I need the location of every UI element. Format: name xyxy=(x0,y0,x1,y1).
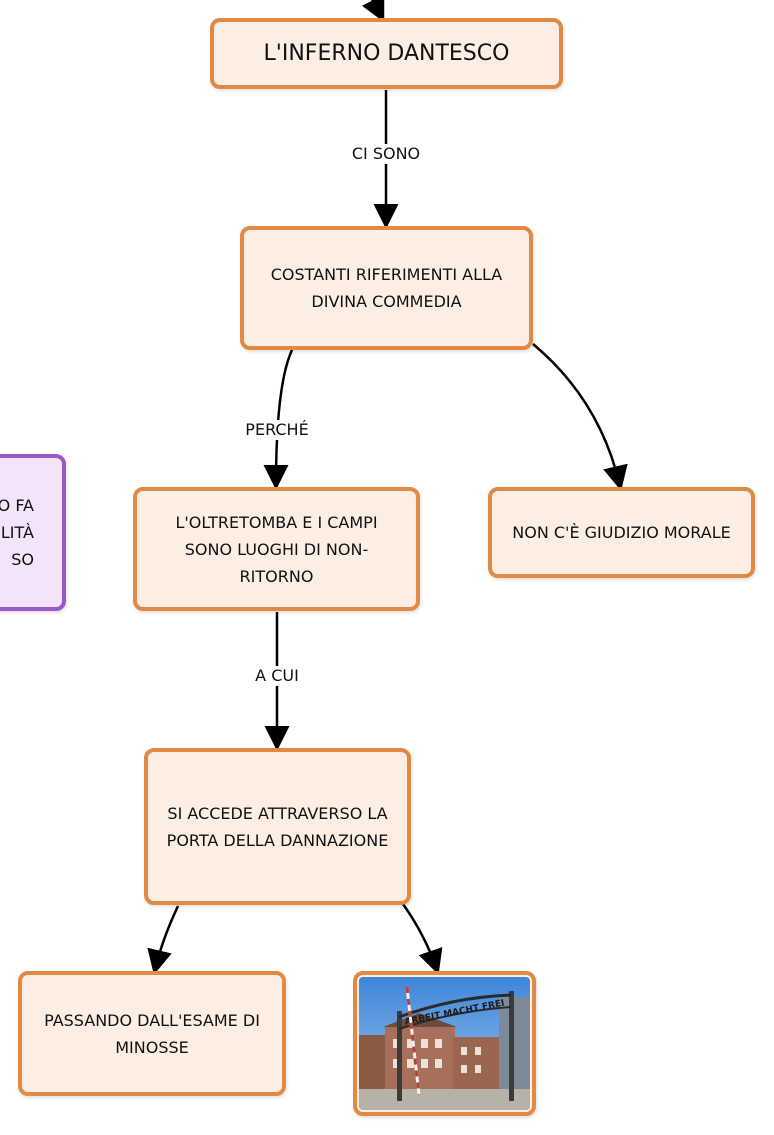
node-esame-minosse[interactable]: PASSANDO DALL'ESAME DI MINOSSE xyxy=(18,971,286,1096)
edge-accede-minosse xyxy=(147,905,180,975)
edge-incoming xyxy=(361,0,385,23)
link-label-perche: PERCHÉ xyxy=(243,420,311,440)
edge-riferimenti-giudizio xyxy=(532,343,628,491)
node-inferno-dantesco[interactable]: L'INFERNO DANTESCO xyxy=(210,18,563,89)
node-text: COSTANTI RIFERIMENTI ALLA DIVINA COMMEDI… xyxy=(270,265,503,311)
node-partial-offscreen[interactable]: O FA LITÀ SO xyxy=(0,454,66,611)
edge-riferimenti-oltretomba xyxy=(263,349,294,490)
node-text: PASSANDO DALL'ESAME DI MINOSSE xyxy=(44,1010,260,1057)
node-text: NON C'È GIUDIZIO MORALE xyxy=(512,523,731,542)
link-label-a-cui: A CUI xyxy=(253,666,301,686)
node-giudizio-morale[interactable]: NON C'È GIUDIZIO MORALE xyxy=(488,487,755,578)
node-porta-dannazione[interactable]: SI ACCEDE ATTRAVERSO LA PORTA DELLA DANN… xyxy=(144,748,411,905)
node-costanti-riferimenti[interactable]: COSTANTI RIFERIMENTI ALLA DIVINA COMMEDI… xyxy=(240,226,533,350)
node-text: L'OLTRETOMBA E I CAMPI SONO LUOGHI DI NO… xyxy=(175,512,378,586)
node-text: L'INFERNO DANTESCO xyxy=(263,41,510,66)
node-oltretomba[interactable]: L'OLTRETOMBA E I CAMPI SONO LUOGHI DI NO… xyxy=(133,487,420,611)
edge-accede-image xyxy=(401,903,443,975)
node-text: O FA LITÀ SO xyxy=(0,496,34,569)
node-text: SI ACCEDE ATTRAVERSO LA PORTA DELLA DANN… xyxy=(166,803,389,850)
link-label-ci-sono: CI SONO xyxy=(349,144,423,164)
node-image[interactable]: ARBEIT MACHT FREI xyxy=(353,971,536,1116)
auschwitz-gate-photo: ARBEIT MACHT FREI xyxy=(359,977,530,1110)
